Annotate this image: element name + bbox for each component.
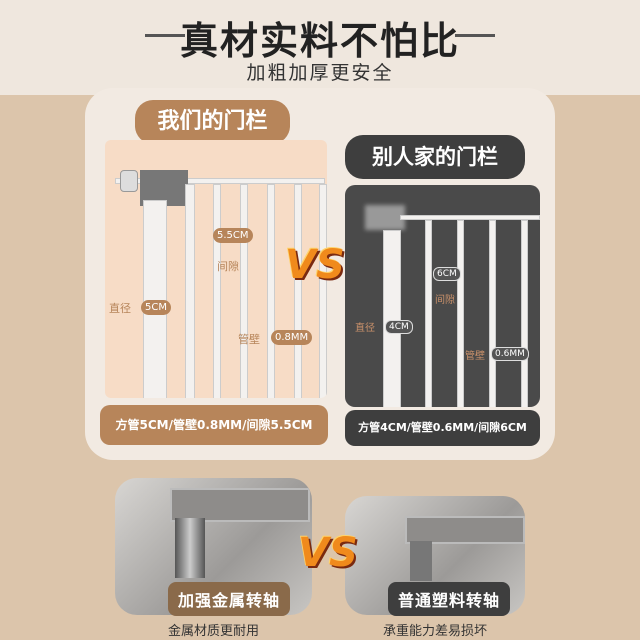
our-gate-label: 我们的门栏	[135, 100, 290, 144]
our-spec-bar: 方管5CM/管壁0.8MM/间隙5.5CM	[100, 405, 328, 445]
header-background	[0, 0, 640, 95]
page-subtitle: 加粗加厚更安全	[246, 62, 394, 84]
wall-label: 管壁	[238, 333, 260, 346]
title-dash-right	[455, 34, 495, 37]
wall-value: 0.8MM	[271, 330, 313, 345]
their-spec-bar: 方管4CM/管壁0.6MM/间隙6CM	[345, 410, 540, 446]
diameter-value: 4CM	[385, 320, 413, 334]
our-gate-image: 5.5CM 间隙 直径 5CM 管壁 0.8MM	[105, 140, 327, 398]
blurred-bracket	[365, 205, 405, 230]
wall-value: 0.6MM	[491, 347, 529, 361]
their-gate-label: 别人家的门栏	[345, 135, 525, 179]
vs-badge-top: VS	[285, 242, 345, 288]
diameter-value: 5CM	[141, 300, 171, 315]
wall-label: 管壁	[465, 351, 485, 362]
plastic-hinge-note: 承重能力差易损坏	[382, 624, 487, 639]
their-gate-image: 6CM 间隙 直径 4CM 管壁 0.6MM	[345, 185, 540, 407]
diameter-label: 直径	[109, 302, 131, 315]
diameter-label: 直径	[355, 323, 375, 334]
page-title: 真材实料不怕比	[179, 19, 460, 63]
gap-label: 间隙	[435, 295, 455, 306]
knob-icon	[120, 170, 138, 192]
metal-hinge-note: 金属材质更耐用	[167, 624, 259, 639]
vs-badge-bottom: VS	[298, 530, 358, 576]
title-dash-left	[145, 34, 185, 37]
gap-value: 5.5CM	[213, 228, 253, 243]
gap-label: 间隙	[217, 260, 239, 273]
metal-hinge-caption: 加强金属转轴	[168, 582, 291, 616]
plastic-hinge-caption: 普通塑料转轴	[388, 582, 511, 616]
gap-value: 6CM	[433, 267, 461, 281]
